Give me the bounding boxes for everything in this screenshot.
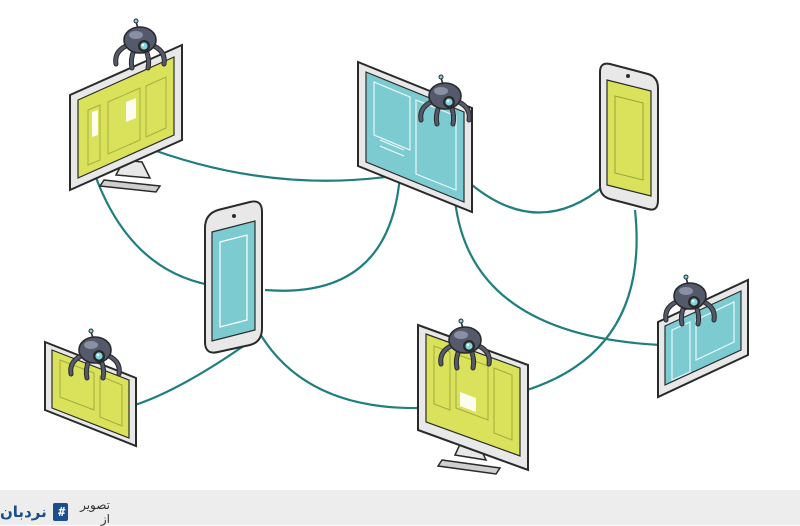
ladder-logo-icon: #	[52, 503, 68, 521]
desktop-monitor	[417, 323, 529, 475]
tablet-screen	[664, 290, 742, 386]
cable	[471, 184, 606, 214]
cable	[254, 324, 421, 410]
network-illustration	[44, 0, 749, 475]
desktop-monitor	[69, 43, 183, 193]
tablet-device	[357, 60, 473, 214]
smartphone-device	[599, 62, 659, 211]
cable	[139, 143, 401, 182]
tablet-device	[657, 278, 749, 399]
phone-screen	[211, 220, 256, 342]
cable	[453, 199, 661, 347]
network-cables	[93, 143, 661, 410]
footer-bar: تصویر از # نردبان	[0, 490, 800, 526]
brand-name: نردبان	[0, 503, 47, 521]
cable	[526, 209, 638, 392]
cable	[134, 344, 246, 407]
phone-screen	[606, 79, 652, 197]
cable	[93, 174, 211, 287]
credit-prefix: تصویر از	[80, 498, 110, 526]
cable	[264, 174, 402, 292]
image-credit[interactable]: تصویر از # نردبان	[0, 498, 110, 526]
smartphone-device	[204, 200, 263, 354]
